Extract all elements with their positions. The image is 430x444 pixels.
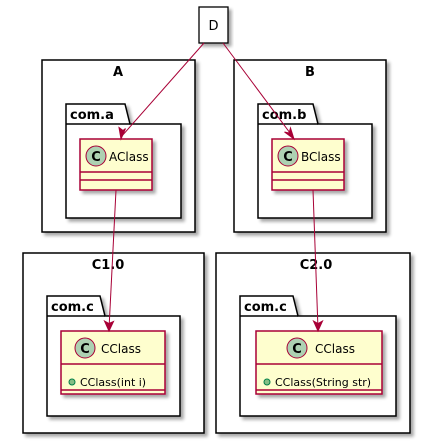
component-a: A com.a C AClass [41, 59, 196, 233]
component-a-title: A [113, 65, 123, 80]
svg-text:C: C [292, 342, 302, 357]
component-b-title: B [305, 65, 315, 80]
class-cclass-2-method: CClass(String str) [275, 376, 371, 389]
class-cclass-1-method: CClass(int i) [80, 376, 146, 389]
package-com-b-label: com.b [262, 108, 306, 123]
arrow-d-to-aclass [118, 42, 205, 141]
svg-text:C: C [80, 342, 90, 357]
class-cclass-1: C CClass CClass(int i) [60, 330, 166, 395]
node-d: D [198, 6, 229, 44]
class-cclass-1-name: CClass [101, 342, 141, 356]
class-aclass: C AClass [79, 138, 153, 191]
node-d-label: D [208, 19, 218, 34]
public-method-icon [68, 378, 76, 386]
class-aclass-name: AClass [109, 150, 149, 164]
component-c1-title: C1.0 [92, 258, 125, 273]
component-c1: C1.0 com.c C CClass CClass(int i) [22, 252, 205, 434]
class-stereotype-icon: C [85, 145, 107, 167]
class-cclass-2-name: CClass [315, 342, 355, 356]
package-com-c-1-label: com.c [51, 300, 94, 315]
class-bclass: C BClass [271, 138, 345, 191]
class-stereotype-icon: C [74, 337, 96, 359]
class-bclass-name: BClass [301, 150, 341, 164]
arrow-aclass-to-cclass-1 [103, 189, 117, 333]
class-stereotype-icon: C [277, 145, 299, 167]
svg-text:C: C [91, 150, 101, 165]
component-c2: C2.0 com.c C CClass CClass(String str) [215, 252, 411, 434]
svg-text:C: C [283, 150, 293, 165]
arrows [103, 42, 324, 333]
package-com-a-label: com.a [70, 108, 114, 123]
arrow-d-to-bclass [222, 42, 295, 141]
public-method-icon [263, 378, 271, 386]
class-stereotype-icon: C [286, 337, 308, 359]
arrow-bclass-to-cclass-2 [312, 189, 324, 333]
class-cclass-2: C CClass CClass(String str) [255, 330, 383, 395]
package-com-c-2-label: com.c [244, 300, 287, 315]
component-b: B com.b C BClass [233, 59, 387, 233]
